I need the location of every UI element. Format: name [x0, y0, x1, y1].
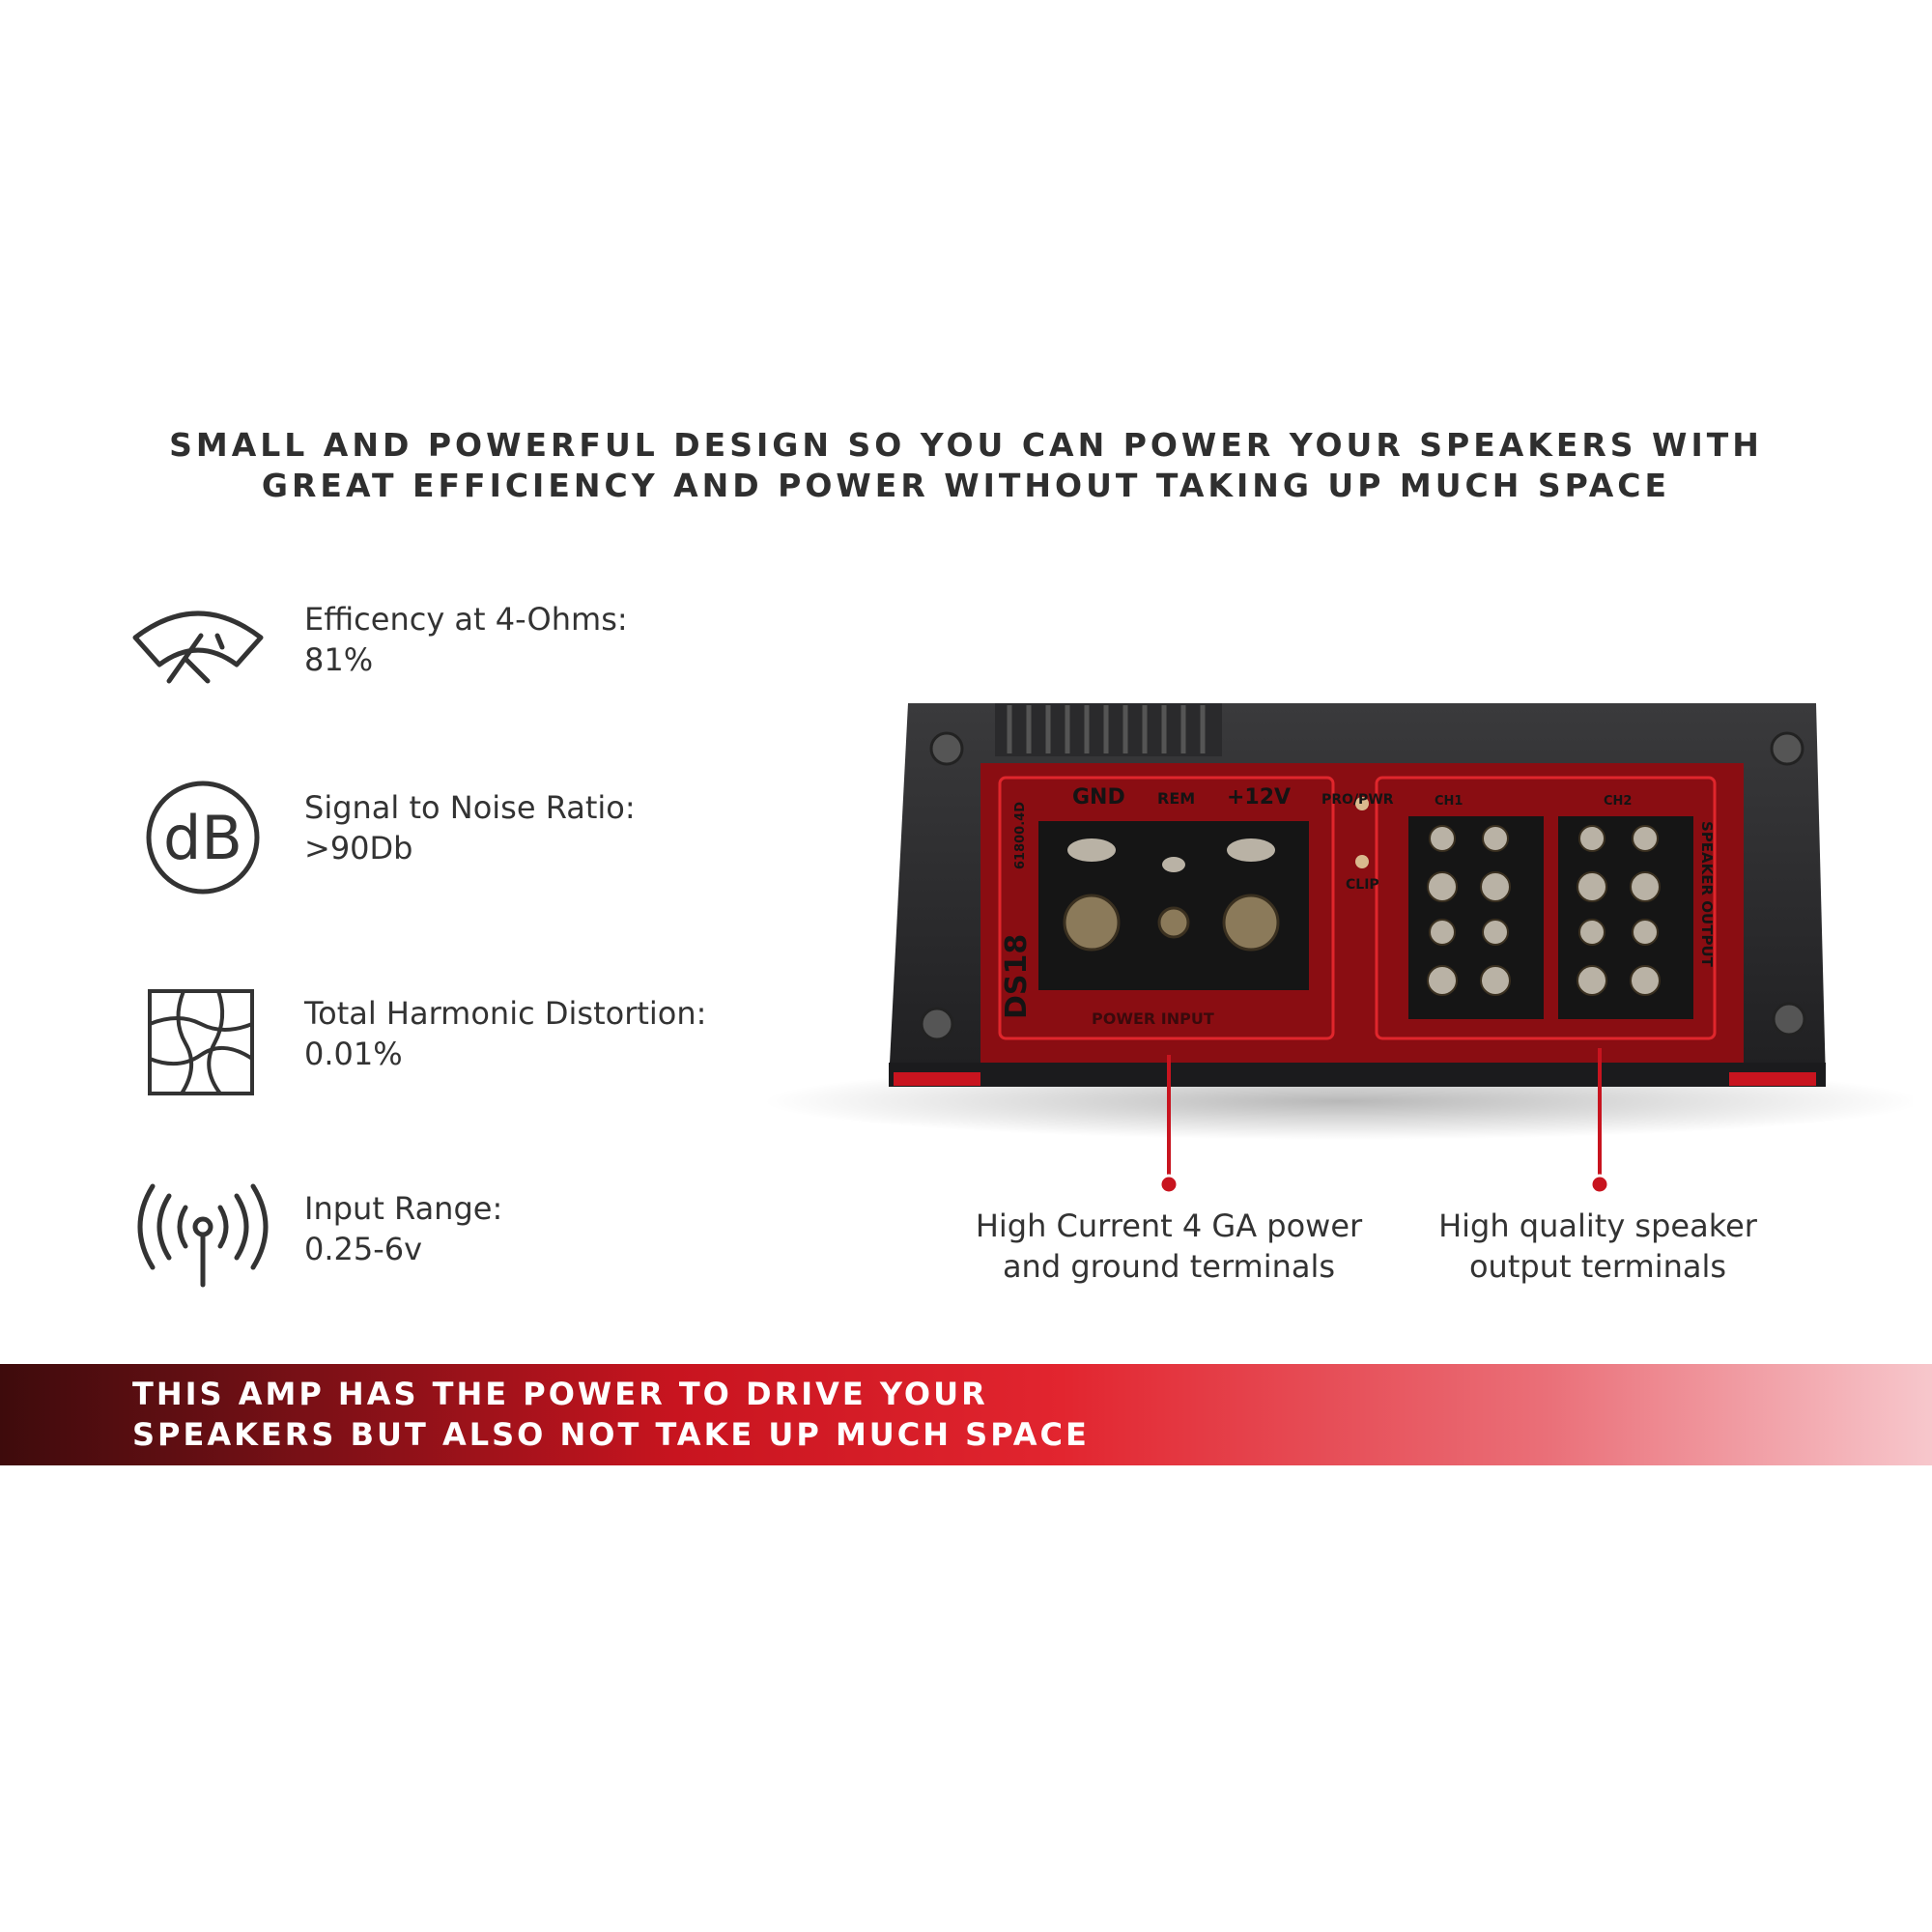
rem-label: REM: [1157, 789, 1195, 808]
spec-value: 81%: [304, 641, 374, 678]
svg-text:dB: dB: [163, 803, 242, 873]
headline-line-2: GREAT EFFICIENCY AND POWER WITHOUT TAKIN…: [261, 467, 1671, 504]
spec-value: 0.01%: [304, 1036, 403, 1072]
callout-line: High quality speaker: [1438, 1208, 1757, 1244]
headline: SMALL AND POWERFUL DESIGN SO YOU CAN POW…: [0, 425, 1932, 506]
antenna-signal-icon: [137, 1183, 269, 1288]
spec-label: Efficency at 4-Ohms:: [304, 601, 628, 638]
banner-line-2: SPEAKERS BUT ALSO NOT TAKE UP MUCH SPACE: [132, 1416, 1090, 1453]
callout-dot: [1158, 1174, 1179, 1195]
amplifier-image: GND REM +12V PRO/PWR CLIP POWER INPUT CH…: [763, 703, 1913, 1195]
banner-line-1: THIS AMP HAS THE POWER TO DRIVE YOUR: [132, 1376, 988, 1412]
screw: [920, 731, 1806, 1041]
spec-value: 0.25-6v: [304, 1231, 423, 1267]
spec-value: >90Db: [304, 830, 413, 867]
headline-line-1: SMALL AND POWERFUL DESIGN SO YOU CAN POW…: [169, 426, 1763, 464]
spec-snr: dB Signal to Noise Ratio: >90Db: [126, 778, 802, 903]
spec-label: Signal to Noise Ratio:: [304, 789, 636, 826]
bottom-banner: THIS AMP HAS THE POWER TO DRIVE YOUR SPE…: [0, 1364, 1932, 1465]
db-icon: dB: [146, 781, 260, 895]
callout-line: and ground terminals: [1002, 1248, 1336, 1285]
spec-label: Input Range:: [304, 1190, 503, 1227]
distortion-grid-icon: [148, 989, 254, 1095]
callout-line: output terminals: [1468, 1248, 1727, 1285]
power-input-label: POWER INPUT: [1092, 1009, 1214, 1028]
callout-power-terminals: High Current 4 GA power and ground termi…: [956, 1206, 1381, 1287]
prot-pwr-label: PRO/PWR: [1321, 792, 1394, 808]
gnd-label: GND: [1072, 785, 1125, 810]
plus12v-label: +12V: [1227, 785, 1291, 810]
spec-label: Total Harmonic Distortion:: [304, 995, 707, 1032]
model-label: 61800.4D: [1013, 802, 1028, 869]
speaker-output-label: SPEAKER OUTPUT: [1698, 821, 1716, 968]
callout-dot: [1589, 1174, 1610, 1195]
clip-label: CLIP: [1346, 877, 1379, 893]
callout-line: High Current 4 GA power: [975, 1208, 1363, 1244]
callout-speaker-terminals: High quality speaker output terminals: [1385, 1206, 1810, 1287]
gauge-icon: [132, 611, 264, 684]
spec-thd: Total Harmonic Distortion: 0.01%: [126, 983, 802, 1109]
spec-input-range: Input Range: 0.25-6v: [126, 1179, 802, 1304]
brand-logo: DS18: [1000, 934, 1034, 1019]
ch2-label: CH2: [1604, 794, 1632, 809]
spec-efficiency: Efficency at 4-Ohms: 81%: [126, 589, 802, 715]
ch1-label: CH1: [1435, 794, 1463, 809]
